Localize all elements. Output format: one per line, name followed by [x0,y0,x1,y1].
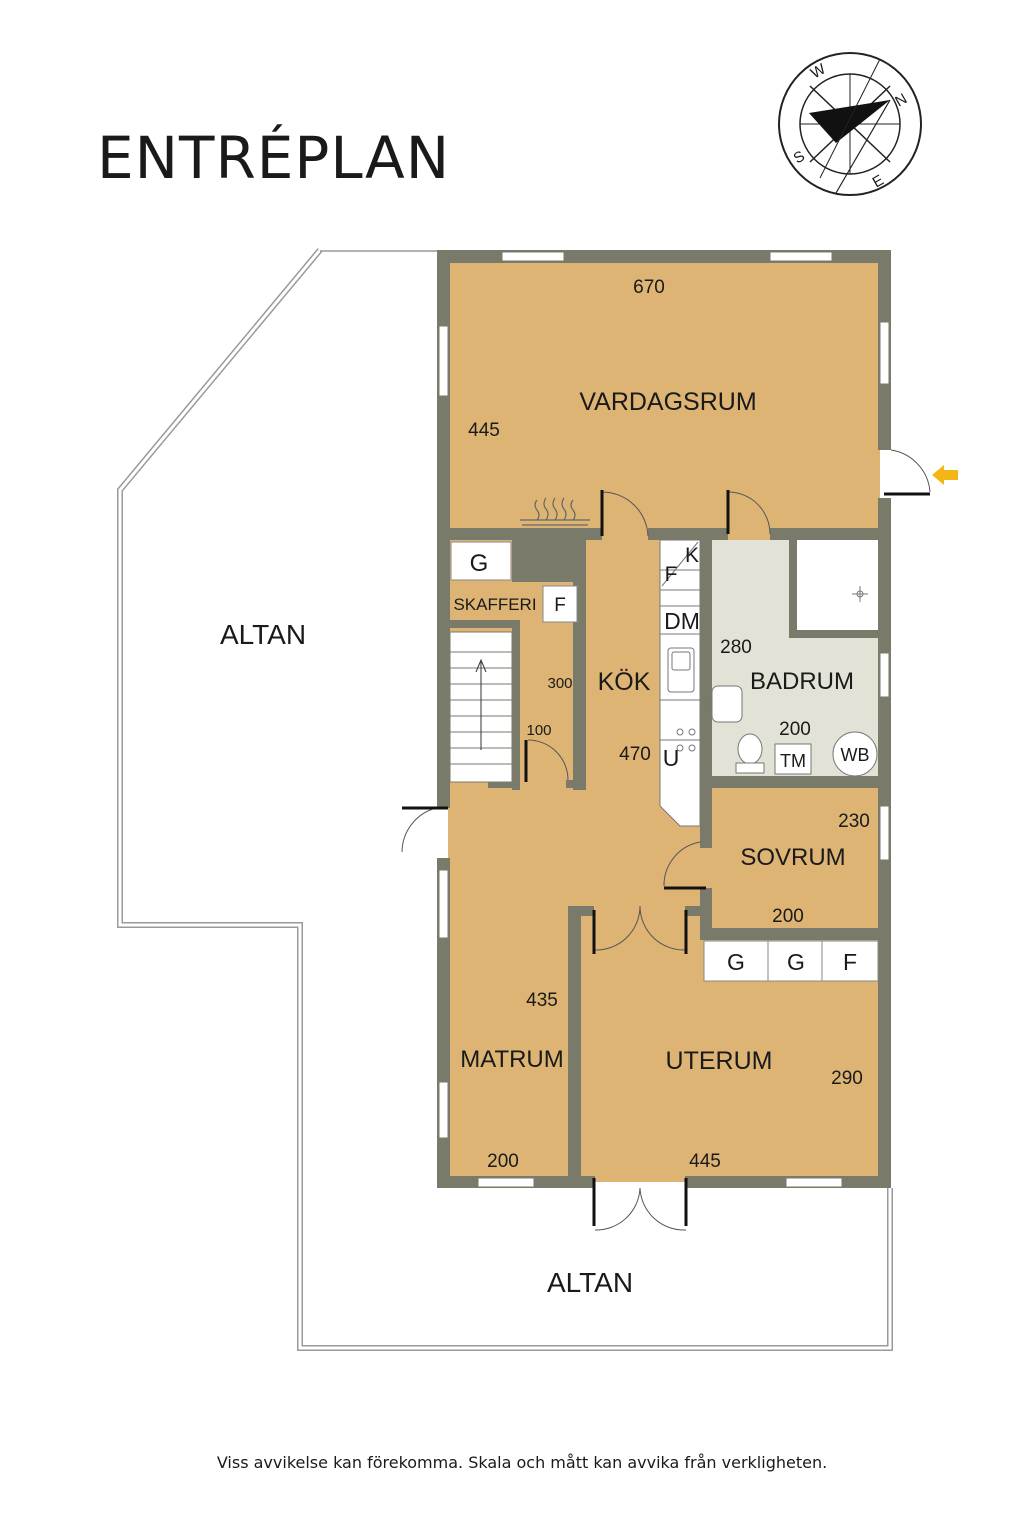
label-f-skafferi: F [554,595,566,616]
disclaimer: Viss avvikelse kan förekomma. Skala och … [216,1453,828,1472]
vardagsrum-floor [448,262,880,532]
shower-drain-icon [852,586,868,602]
dim-vardagsrum-depth: 445 [468,420,500,441]
room-label-sovrum: SOVRUM [740,844,845,871]
staircase [449,631,513,783]
shower [793,540,880,636]
label-closet-g2: G [787,949,805,975]
closet-row [703,940,879,982]
dim-matrum-depth: 435 [526,990,558,1011]
label-bath-tm: TM [780,751,806,771]
fireplace-icon [520,497,590,526]
g-cabinet [450,541,512,581]
entrance-arrow-icon [932,465,958,485]
label-kitchen-k: K [685,544,699,567]
room-label-kok: KÖK [598,668,651,696]
compass-icon [778,52,922,196]
page-title: ENTRÉPLAN [97,124,451,192]
dim-stair-width: 100 [526,722,551,739]
room-label-vardagsrum: VARDAGSRUM [579,388,756,416]
dim-vardagsrum-width: 670 [633,277,665,298]
label-kitchen-dm: DM [664,608,700,634]
toilet-icon [737,733,763,765]
room-label-uterum: UTERUM [666,1047,773,1075]
altan-label-left: ALTAN [220,619,306,650]
label-g-cabinet: G [470,550,489,577]
sink-icon [667,647,695,693]
wb-circle [832,731,878,777]
dim-badrum-width: 200 [779,719,811,740]
label-bath-wb: WB [841,745,870,765]
doors [401,449,931,1231]
dim-matrum-width: 200 [487,1151,519,1172]
dim-sovrum-width: 200 [772,906,804,927]
label-closet-g1: G [727,949,745,975]
label-closet-f: F [843,949,857,975]
door-leaves [402,490,930,1226]
interior-walls [448,528,880,1176]
altan-label-bottom: ALTAN [547,1267,633,1298]
dim-uterum-depth: 290 [831,1068,863,1089]
label-kitchen-u: U [663,745,680,771]
windows [438,251,890,1188]
room-label-badrum: BADRUM [750,668,854,695]
room-label-skafferi: SKAFFERI [453,595,536,614]
dim-sovrum-depth: 230 [838,811,870,832]
f-cabinet-skafferi [542,585,578,623]
bath-sink-icon [711,685,743,723]
label-kitchen-f: F [665,563,678,586]
dim-kok-length: 470 [619,744,651,765]
room-label-matrum: MATRUM [460,1046,564,1073]
dim-badrum-depth: 280 [720,637,752,658]
altan-outline-inner [118,249,892,1350]
dim-uterum-width: 445 [689,1151,721,1172]
tm-box [774,743,812,775]
kitchen-counter [659,539,701,827]
dim-skafferi-depth: 300 [547,675,572,692]
